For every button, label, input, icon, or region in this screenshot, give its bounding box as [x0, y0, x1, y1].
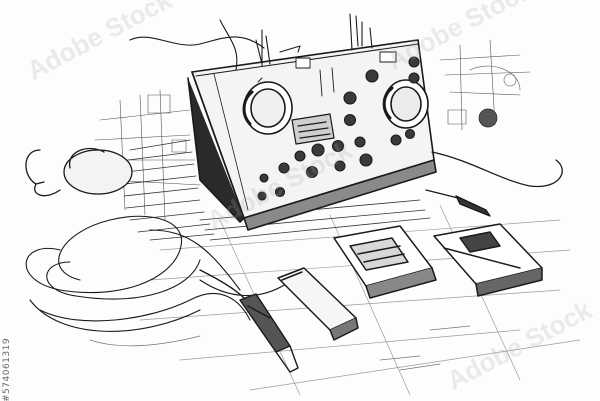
stock-id-label: #574061319: [2, 337, 12, 401]
antenna-wires: [129, 13, 373, 71]
device-probe: [199, 269, 299, 373]
device-stick-center: [277, 267, 359, 341]
device-remote: [333, 225, 437, 299]
background-scribbles: [94, 39, 531, 221]
coiled-cables: [25, 215, 287, 332]
large-dial-right: [382, 79, 429, 129]
large-dial-left: [242, 81, 293, 135]
headphone-pod: [25, 147, 133, 197]
display-panel: [291, 113, 335, 145]
right-cable: [425, 151, 563, 217]
device-box-right: [433, 223, 543, 297]
table-scribbles: [89, 65, 521, 371]
small-knobs: [257, 56, 420, 201]
front-switches: [257, 51, 397, 97]
